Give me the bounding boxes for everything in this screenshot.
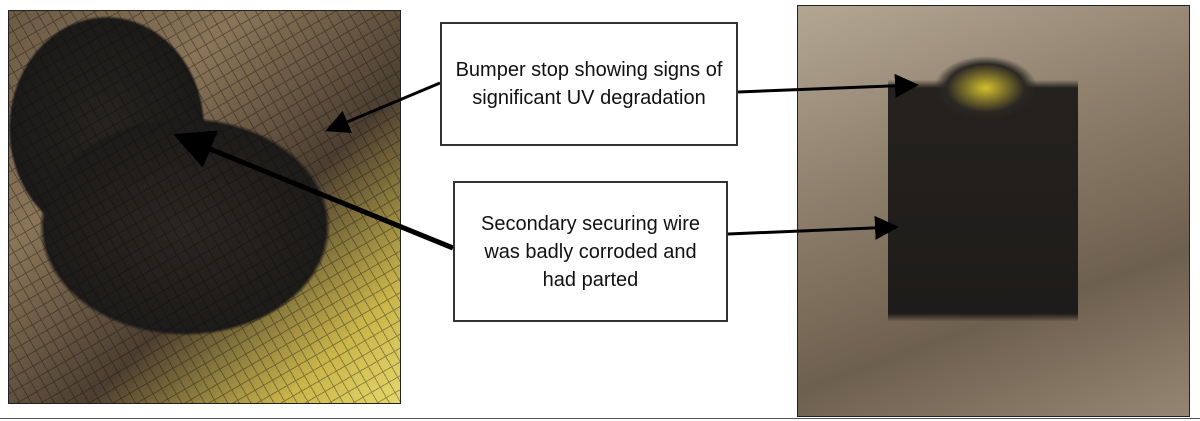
callout-text: Bumper stop showing signs of significant…	[455, 59, 723, 109]
crack-texture	[9, 11, 400, 403]
photo-bumper-stop-cylinder	[797, 5, 1190, 417]
callout-uv-degradation: Bumper stop showing signs of significant…	[440, 22, 738, 146]
callout-text: Secondary securing wire was badly corrod…	[481, 212, 700, 291]
photo-cracked-bumper-stop	[8, 10, 401, 404]
horizontal-rule	[0, 418, 1200, 419]
callout-securing-wire: Secondary securing wire was badly corrod…	[453, 181, 728, 322]
